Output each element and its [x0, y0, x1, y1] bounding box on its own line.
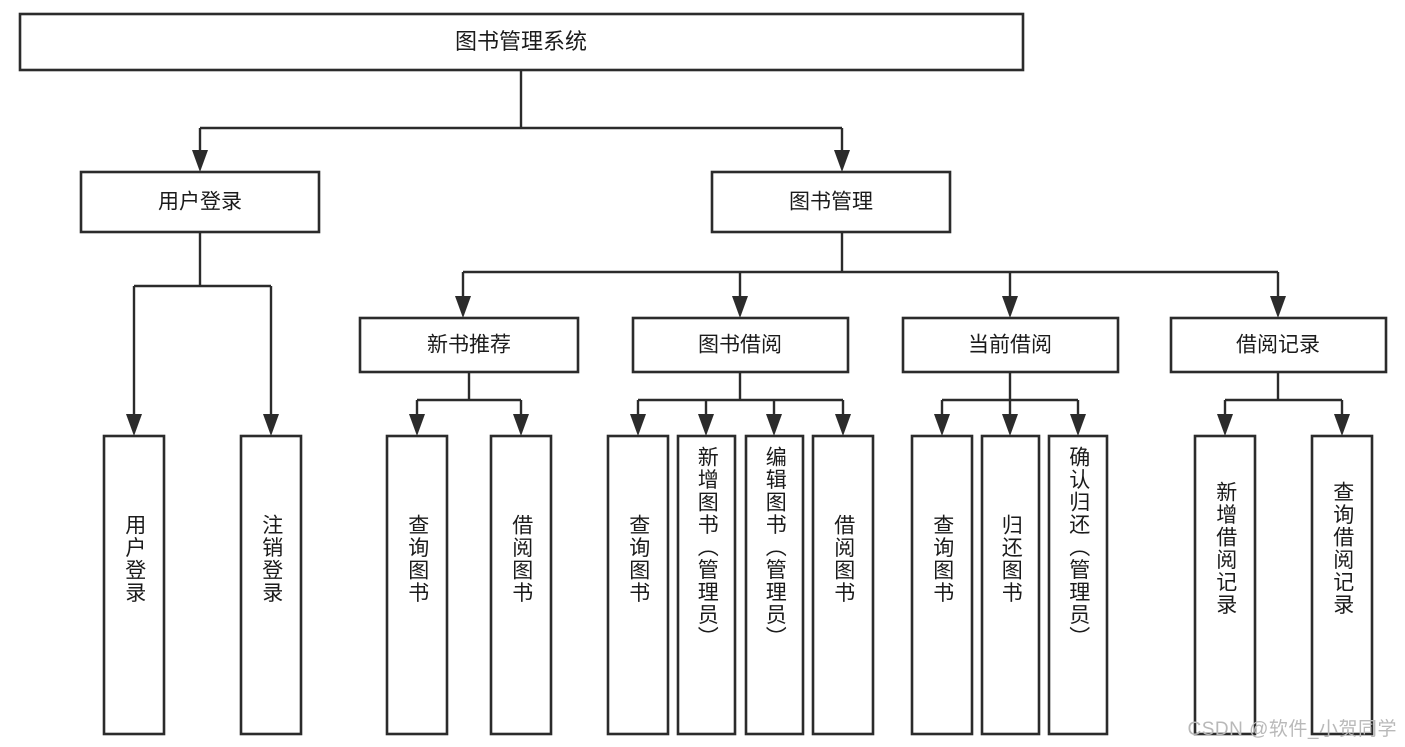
- node-leaf-query-book-1[interactable]: [385, 434, 449, 736]
- node-leaf-user-login[interactable]: [102, 434, 166, 736]
- node-leaf-borrow-book-2[interactable]: [811, 434, 875, 736]
- node-borrow-record-label: 借阅记录: [1236, 334, 1320, 357]
- node-root-label: 图书管理系统: [455, 29, 587, 54]
- node-leaf-query-record[interactable]: [1310, 434, 1374, 736]
- node-current-borrow-label: 当前借阅: [968, 334, 1052, 357]
- node-book-borrow[interactable]: 图书借阅: [631, 316, 850, 374]
- connector-bookmanage-to-level3: [455, 232, 1286, 318]
- node-new-book-rec[interactable]: 新书推荐: [358, 316, 580, 374]
- node-leaf-add-record[interactable]: [1193, 434, 1257, 736]
- node-root[interactable]: 图书管理系统: [18, 12, 1025, 72]
- node-leaf-query-book-2[interactable]: [606, 434, 670, 736]
- node-current-borrow[interactable]: 当前借阅: [901, 316, 1120, 374]
- node-new-book-rec-label: 新书推荐: [427, 334, 511, 357]
- connector-currentborrow-to-leaves: [934, 372, 1086, 436]
- connector-borrowrecord-to-leaves: [1217, 372, 1350, 436]
- node-book-borrow-label: 图书借阅: [698, 334, 782, 357]
- node-book-manage-label: 图书管理: [789, 191, 873, 214]
- node-leaf-query-book-3[interactable]: [910, 434, 974, 736]
- node-leaf-borrow-book-1[interactable]: [489, 434, 553, 736]
- node-user-login[interactable]: 用户登录: [79, 170, 321, 234]
- node-book-manage[interactable]: 图书管理: [710, 170, 952, 234]
- connector-root-to-level2: [192, 70, 850, 172]
- node-leaf-edit-book[interactable]: [744, 434, 805, 736]
- connector-userlogin-to-leaves: [126, 232, 279, 436]
- node-leaf-return-book[interactable]: [980, 434, 1041, 736]
- connector-newbook-to-leaves: [409, 372, 529, 436]
- csdn-watermark: CSDN @软件_小贺同学: [1187, 719, 1397, 740]
- node-borrow-record[interactable]: 借阅记录: [1169, 316, 1388, 374]
- node-user-login-label: 用户登录: [158, 191, 242, 214]
- connector-bookborrow-to-leaves: [630, 372, 851, 436]
- node-leaf-add-book[interactable]: [676, 434, 737, 736]
- node-leaf-confirm-return[interactable]: [1047, 434, 1109, 736]
- node-leaf-user-logout[interactable]: [239, 434, 303, 736]
